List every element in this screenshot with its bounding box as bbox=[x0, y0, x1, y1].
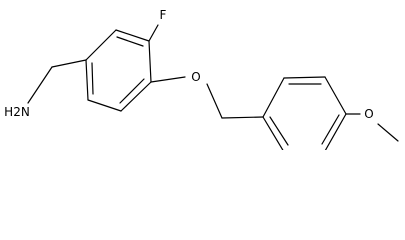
ring-a-bond-2 bbox=[148, 40, 152, 83]
ring-b-double-2 bbox=[321, 114, 340, 145]
bonds bbox=[27, 24, 399, 150]
bond-ch2-n bbox=[27, 66, 53, 104]
ring-a-bond-5 bbox=[85, 59, 89, 101]
ring-b-bond-6 bbox=[262, 116, 284, 150]
fluorine-label: F bbox=[160, 8, 167, 22]
ring-a-bond-4 bbox=[87, 99, 122, 112]
ring-b-bond-3 bbox=[324, 76, 347, 115]
atom-labels: F O H2N O bbox=[4, 8, 374, 121]
ring-b-bond-1 bbox=[262, 77, 285, 118]
bond-ring-ch2-amine bbox=[51, 59, 87, 68]
bond-c-f bbox=[148, 24, 159, 42]
ring-a-double-2 bbox=[119, 78, 145, 104]
bond-ch2-ring-b bbox=[221, 116, 264, 119]
ring-a-double-3 bbox=[91, 62, 94, 95]
molecule-svg: F O H2N O bbox=[4, 8, 399, 150]
ether-oxygen-label: O bbox=[191, 70, 200, 84]
ring-a-bond-1 bbox=[115, 29, 150, 42]
ring-a-double-1 bbox=[116, 36, 144, 47]
ring-a-bond-6 bbox=[85, 29, 117, 61]
ring-b-double-3 bbox=[269, 116, 289, 146]
methoxy-oxygen-label: O bbox=[364, 107, 373, 121]
bond-ring-o bbox=[150, 76, 186, 83]
ring-b-bond-4 bbox=[324, 113, 347, 150]
bond-o-ch2 bbox=[206, 83, 223, 119]
amine-label: H2N bbox=[4, 105, 30, 119]
bond-o-ch3 bbox=[377, 123, 399, 142]
ring-b-bond-2 bbox=[283, 76, 326, 79]
ring-a-bond-3 bbox=[120, 81, 152, 112]
structure-diagram: F O H2N O bbox=[4, 8, 399, 150]
